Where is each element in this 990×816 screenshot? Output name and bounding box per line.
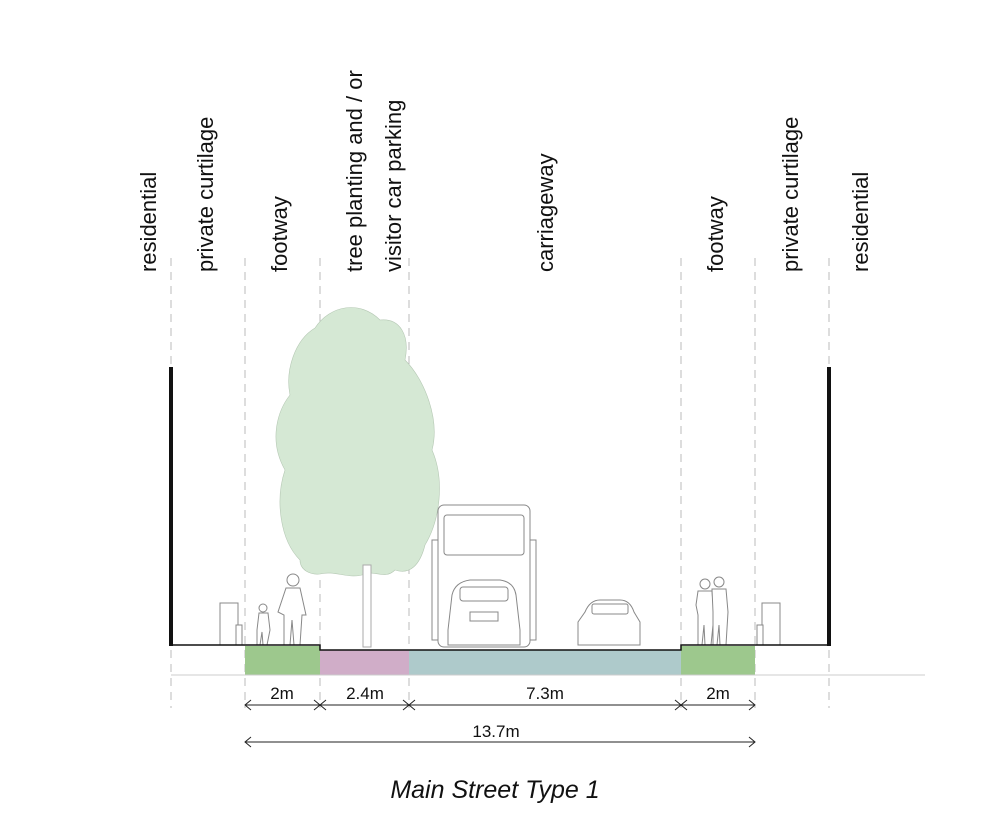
band-footway-left xyxy=(245,646,320,675)
pedestrians-right xyxy=(695,576,729,646)
post-left xyxy=(235,624,243,646)
zone-label-footway-left: footway xyxy=(267,196,292,272)
zone-label-tree-planting-line2: visitor car parking xyxy=(381,100,406,272)
pedestrians-left xyxy=(256,573,307,646)
zone-label-residential-right: residential xyxy=(848,172,873,272)
car-illustration-2 xyxy=(577,599,641,646)
dimension-lines xyxy=(244,699,756,748)
dim-label-footway-left: 2m xyxy=(270,684,294,703)
dim-label-carriageway: 7.3m xyxy=(526,684,564,703)
car-illustration-1 xyxy=(447,579,521,646)
dim-label-tree-planting: 2.4m xyxy=(346,684,384,703)
zone-label-private-curtilage-right: private curtilage xyxy=(778,117,803,272)
ground-profile xyxy=(170,367,830,651)
band-tree-planting xyxy=(320,650,409,675)
band-carriageway xyxy=(409,650,681,675)
zone-label-private-curtilage-left: private curtilage xyxy=(193,117,218,272)
diagram-title: Main Street Type 1 xyxy=(390,776,599,804)
surface-bands xyxy=(245,646,755,675)
dim-label-footway-right: 2m xyxy=(706,684,730,703)
tree-illustration xyxy=(275,307,440,648)
zone-label-residential-left: residential xyxy=(136,172,161,272)
zone-labels: residential private curtilage footway tr… xyxy=(136,70,873,272)
zone-label-tree-planting-line1: tree planting and / or xyxy=(342,70,367,272)
bin-right xyxy=(761,602,781,646)
zone-label-carriageway: carriageway xyxy=(533,153,558,272)
bin-left xyxy=(219,602,239,646)
post-right xyxy=(756,624,764,646)
dim-label-total: 13.7m xyxy=(472,722,519,741)
band-footway-right xyxy=(681,646,755,675)
zone-label-footway-right: footway xyxy=(703,196,728,272)
